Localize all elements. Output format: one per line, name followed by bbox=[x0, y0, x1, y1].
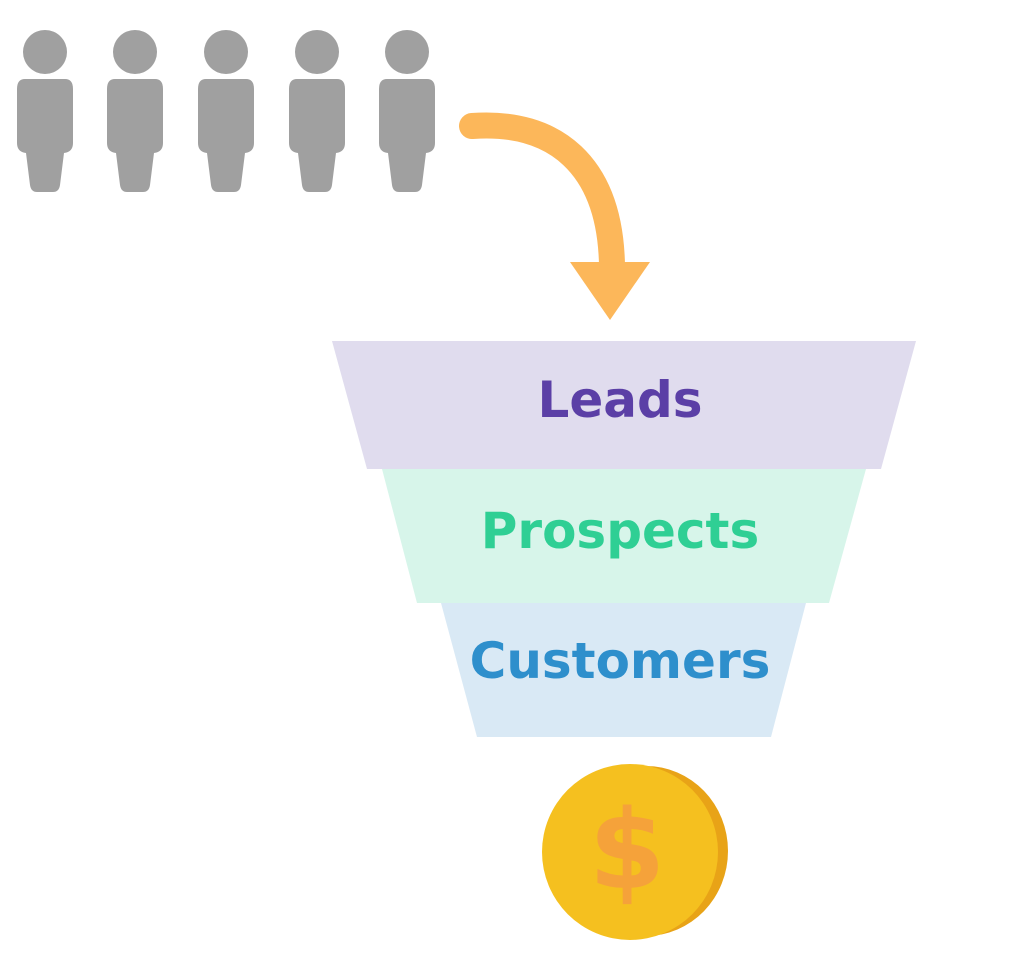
dollar-coin-icon: $ bbox=[542, 764, 728, 940]
people-group bbox=[17, 30, 435, 192]
funnel-stage-customers: Customers bbox=[441, 603, 806, 737]
funnel-stage-label: Customers bbox=[470, 632, 771, 690]
curved-arrow-down-icon bbox=[459, 112, 650, 320]
funnel-stage-prospects: Prospects bbox=[382, 469, 866, 603]
funnel-stage-leads: Leads bbox=[332, 341, 916, 469]
person-icon bbox=[17, 30, 73, 192]
funnel-stage-label: Prospects bbox=[481, 502, 759, 560]
person-icon bbox=[379, 30, 435, 192]
coin-symbol: $ bbox=[589, 786, 666, 914]
sales-funnel: Leads Prospects Customers bbox=[332, 341, 916, 737]
person-icon bbox=[289, 30, 345, 192]
person-icon bbox=[107, 30, 163, 192]
person-icon bbox=[198, 30, 254, 192]
funnel-stage-label: Leads bbox=[537, 371, 702, 429]
